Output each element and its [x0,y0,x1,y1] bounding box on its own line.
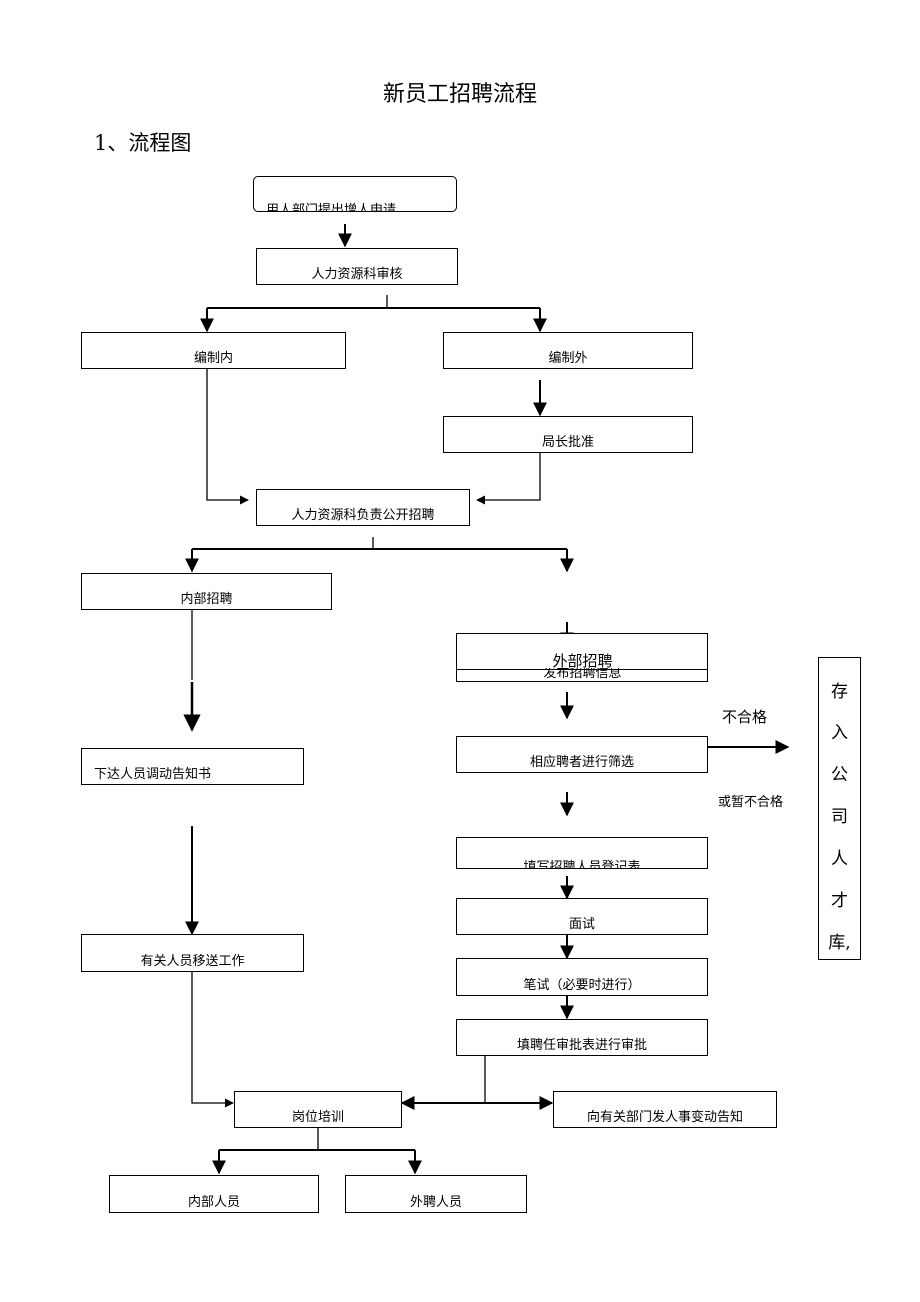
node-in-quota: 编制内 [81,332,346,369]
label-unqualified: 不合格 [722,708,768,726]
node-written-test: 笔试（必要时进行） [456,958,708,996]
node-job-training-label: 岗位培训 [291,1110,344,1125]
node-approval-form-label: 填聘任审批表进行审批 [516,1038,647,1053]
talent-pool-char: 公 [831,765,848,785]
node-out-quota-label: 编制外 [548,351,588,366]
node-hr-review: 人力资源科审核 [256,248,458,285]
node-screen-applicants-label: 相应聘者进行筛选 [529,755,634,770]
node-interview: 面试 [456,898,708,935]
section-heading: 1、流程图 [94,131,192,155]
node-written-test-label: 笔试（必要时进行） [523,978,641,993]
talent-pool-char: 才 [831,891,848,911]
node-notify-change-label: 向有关部门发人事变动告知 [586,1110,743,1125]
node-out-quota: 编制外 [443,332,693,369]
talent-pool-char: 库, [828,933,851,953]
node-hired-staff-label: 外聘人员 [409,1195,462,1210]
node-fill-form-label: 填写招聘人员登记表 [523,860,641,869]
node-internal-staff-label: 内部人员 [187,1195,240,1210]
node-dept-request-label: 用人部门提出增人申请 [266,203,397,212]
node-publish-info-label: 发布招聘信息 [543,668,622,680]
node-screen-applicants: 相应聘者进行筛选 [456,736,708,773]
arrow-in-to-open [206,368,249,505]
node-talent-pool: 存 入 公 司 人 才 库, [818,657,861,960]
node-in-quota-label: 编制内 [193,351,233,366]
node-internal-recruit: 内部招聘 [81,573,332,610]
node-dept-request: 用人部门提出增人申请 [253,176,457,212]
node-transfer-notice-label: 下达人员调动告知书 [94,767,212,782]
node-approval-form: 填聘任审批表进行审批 [456,1019,708,1056]
node-hr-open-recruit-label: 人力资源科负责公开招聘 [291,508,435,523]
node-handover: 有关人员移送工作 [81,934,304,972]
talent-pool-char: 人 [831,849,848,869]
node-director-approve-label: 局长批准 [541,435,594,450]
node-notify-change: 向有关部门发人事变动告知 [553,1091,777,1128]
node-transfer-notice: 下达人员调动告知书 [81,748,304,785]
label-temp-unqualified: 或暂不合格 [718,795,784,810]
node-external-recruit-label: 外部招聘 [458,650,707,670]
node-handover-label: 有关人员移送工作 [140,954,245,969]
node-interview-label: 面试 [568,917,595,932]
node-job-training: 岗位培训 [234,1091,402,1128]
talent-pool-char: 存 [831,682,848,702]
arrow-director-to-open [476,453,541,505]
node-internal-recruit-label: 内部招聘 [180,592,233,607]
node-hired-staff: 外聘人员 [345,1175,527,1213]
external-divider [456,669,708,670]
node-internal-staff: 内部人员 [109,1175,319,1213]
talent-pool-char: 入 [831,723,848,743]
node-hr-open-recruit: 人力资源科负责公开招聘 [256,489,470,526]
page-title: 新员工招聘流程 [382,82,537,107]
node-hr-review-label: 人力资源科审核 [311,267,403,282]
talent-pool-char: 司 [831,807,848,827]
node-fill-form: 填写招聘人员登记表 [456,837,708,869]
node-director-approve: 局长批准 [443,416,693,453]
arrow-handover-to-training [191,972,234,1108]
node-publish-info: 发布招聘信息 [458,668,707,680]
